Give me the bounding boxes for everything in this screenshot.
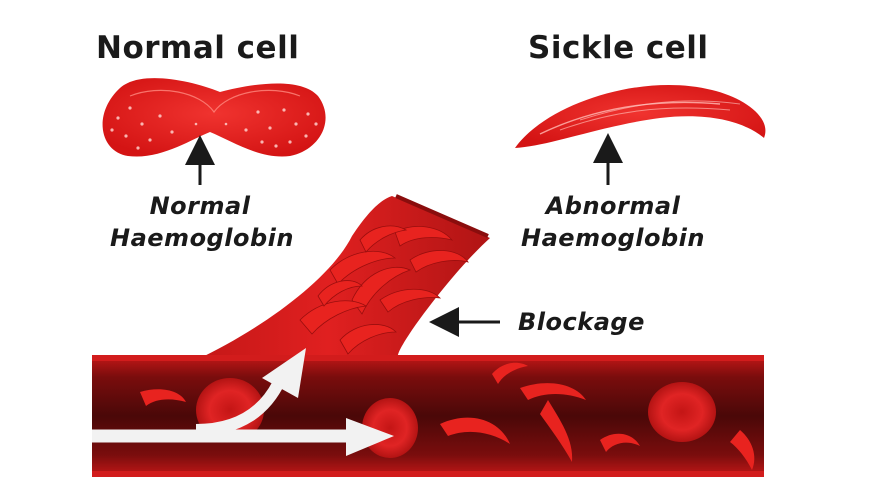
- normal-cell: [102, 78, 326, 157]
- normal-cell-title: Normal cell: [96, 30, 300, 66]
- normal-haemoglobin-label: Normal Haemoglobin: [110, 190, 294, 254]
- abnormal-label-line2: Haemoglobin: [521, 224, 705, 252]
- sickle-cell: [515, 84, 766, 148]
- abnormal-label-line1: Abnormal: [545, 192, 681, 220]
- blockage-label: Blockage: [518, 308, 645, 336]
- abnormal-haemoglobin-label: Abnormal Haemoglobin: [518, 190, 708, 254]
- blood-flow-arrows: [92, 348, 394, 456]
- blocked-sickle-cells: [299, 225, 469, 355]
- normal-label-line1: Normal: [149, 192, 251, 220]
- normal-label-line2: Haemoglobin: [110, 224, 294, 252]
- sickle-cell-title: Sickle cell: [528, 30, 709, 66]
